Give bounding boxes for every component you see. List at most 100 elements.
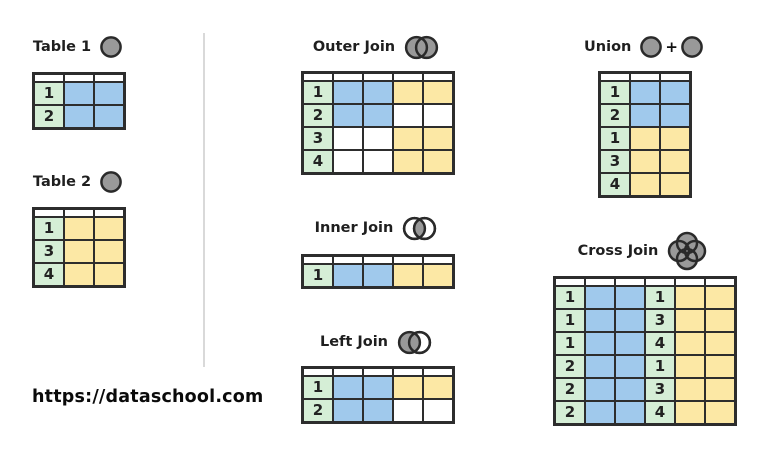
filled-cell-blue (614, 285, 646, 310)
table-row: 1 (598, 80, 692, 105)
key-cell: 1 (598, 126, 631, 151)
filled-cell-blue (614, 308, 646, 333)
table-row: 1 (32, 81, 126, 106)
filled-cell-yellow (704, 354, 737, 379)
header-cell (362, 254, 394, 265)
gray-circle-icon (100, 171, 122, 193)
header-cell (362, 366, 394, 377)
table2-header: Table 2 (32, 170, 124, 194)
filled-cell-blue (362, 263, 394, 289)
key-cell: 1 (301, 263, 334, 289)
filled-cell-yellow (392, 149, 424, 175)
header-cell (704, 276, 737, 287)
header-cell (32, 207, 65, 218)
key-cell: 3 (598, 149, 631, 174)
venn-intersection-filled-icon (403, 216, 437, 240)
header-cell (422, 71, 455, 82)
key-cell: 1 (553, 285, 586, 310)
header-cell (659, 71, 692, 82)
filled-cell-blue (584, 331, 616, 356)
filled-cell-yellow (63, 239, 95, 264)
table-row: 1 (301, 375, 455, 400)
cross-join-header: Cross Join (553, 229, 733, 273)
filled-cell-yellow (63, 262, 95, 288)
key-cell: 2 (301, 103, 334, 128)
table-row: 3 (598, 149, 692, 174)
gray-circle-icon (681, 36, 703, 58)
filled-cell-yellow (392, 126, 424, 151)
gray-circle-icon (100, 36, 122, 58)
header-cell (332, 366, 364, 377)
filled-cell-yellow (674, 377, 706, 402)
header-cell (598, 71, 631, 82)
table-row: 4 (301, 149, 455, 175)
two-circles-plus-icon: + (639, 35, 704, 59)
header-row (553, 276, 737, 287)
empty-cell (332, 126, 364, 151)
key-cell: 1 (32, 216, 65, 241)
table-row: 4 (32, 262, 126, 288)
filled-cell-blue (362, 375, 394, 400)
filled-cell-yellow (392, 263, 424, 289)
site-url: https://dataschool.com (32, 387, 264, 407)
gray-circle-icon (640, 36, 663, 58)
filled-cell-blue (362, 103, 394, 128)
filled-cell-blue (659, 80, 692, 105)
header-cell (301, 366, 334, 377)
header-cell (332, 71, 364, 82)
filled-cell-blue (614, 377, 646, 402)
key-cell: 2 (553, 377, 586, 402)
filled-cell-blue (93, 81, 126, 106)
filled-cell-blue (584, 400, 616, 426)
header-row (598, 71, 692, 82)
outer-join-label: Outer Join (312, 39, 396, 55)
table-row: 4 (598, 172, 692, 198)
filled-cell-blue (629, 80, 661, 105)
header-cell (392, 366, 424, 377)
key-cell: 1 (644, 285, 676, 310)
divider (203, 33, 205, 367)
filled-cell-yellow (392, 80, 424, 105)
filled-cell-yellow (63, 216, 95, 241)
filled-cell-blue (584, 354, 616, 379)
table2-label: Table 2 (32, 174, 92, 190)
key-cell: 3 (644, 308, 676, 333)
filled-cell-yellow (422, 80, 455, 105)
filled-cell-blue (584, 377, 616, 402)
outer-join-header: Outer Join (301, 33, 452, 61)
filled-cell-blue (332, 398, 364, 424)
filled-cell-blue (332, 103, 364, 128)
header-cell (392, 71, 424, 82)
filled-cell-blue (332, 263, 364, 289)
table-row: 3 (32, 239, 126, 264)
plus-sign: + (665, 37, 678, 56)
empty-cell (392, 103, 424, 128)
cross-join-label: Cross Join (577, 243, 659, 259)
filled-cell-yellow (659, 172, 692, 198)
filled-cell-yellow (704, 308, 737, 333)
table-row: 2 (32, 104, 126, 130)
filled-cell-yellow (659, 126, 692, 151)
filled-cell-blue (63, 81, 95, 106)
filled-cell-yellow (674, 308, 706, 333)
key-cell: 1 (553, 308, 586, 333)
key-cell: 4 (32, 262, 65, 288)
key-cell: 1 (32, 81, 65, 106)
header-cell (93, 72, 126, 83)
filled-cell-yellow (422, 263, 455, 289)
key-cell: 2 (553, 354, 586, 379)
key-cell: 1 (553, 331, 586, 356)
header-cell (629, 71, 661, 82)
header-row (32, 207, 126, 218)
header-cell (301, 254, 334, 265)
table-row: 3 (301, 126, 455, 151)
venn-left-filled-icon (397, 330, 432, 354)
key-cell: 3 (301, 126, 334, 151)
header-row (32, 72, 126, 83)
inner-join-header: Inner Join (301, 214, 452, 242)
